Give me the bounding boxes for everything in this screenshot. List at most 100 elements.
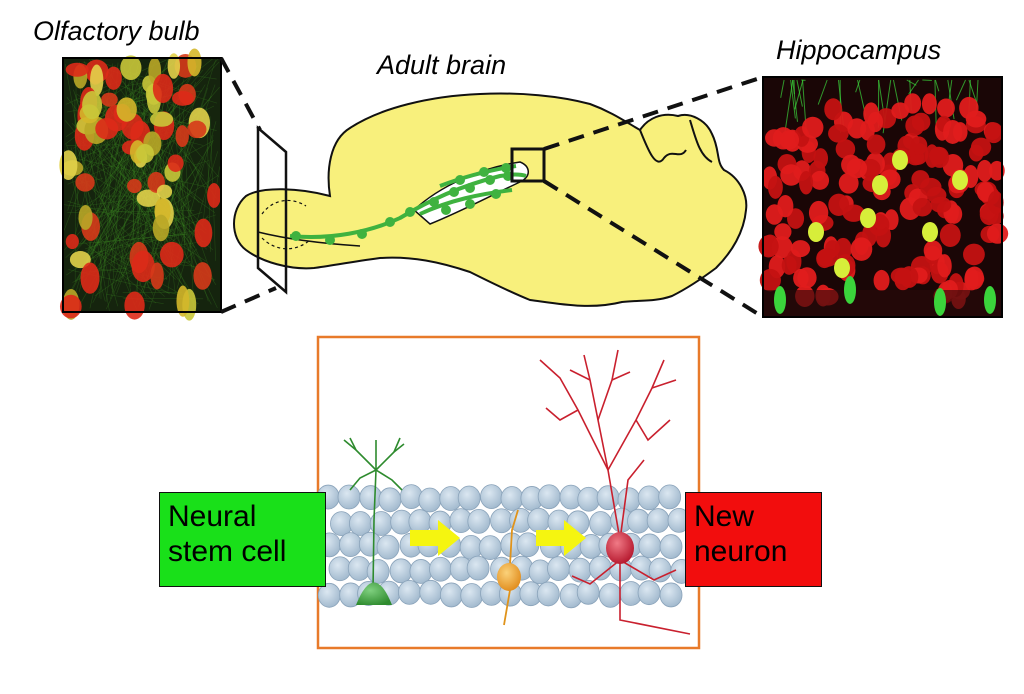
- tissue-cell: [349, 512, 371, 536]
- cell: [969, 145, 984, 162]
- cell: [150, 262, 163, 289]
- cell: [929, 147, 947, 165]
- tissue-cell: [501, 487, 523, 511]
- cell: [937, 254, 951, 277]
- tissue-cell: [538, 485, 560, 509]
- cell: [791, 240, 810, 257]
- tissue-cell: [639, 534, 661, 558]
- cell: [844, 276, 856, 304]
- cell: [811, 171, 829, 190]
- cell: [847, 118, 866, 138]
- cell: [934, 288, 946, 316]
- cell: [874, 270, 890, 291]
- tissue-cell: [420, 580, 442, 604]
- cell: [768, 176, 783, 199]
- tissue-cell: [360, 486, 382, 510]
- cell: [195, 219, 213, 248]
- cell: [867, 134, 886, 154]
- tissue-cell: [377, 535, 399, 559]
- cell: [78, 205, 92, 230]
- migrating-cell: [429, 197, 439, 207]
- cell: [824, 98, 842, 120]
- cell: [777, 195, 793, 217]
- cell: [187, 48, 201, 76]
- tissue-cell: [599, 583, 621, 607]
- adult-brain-title: Adult brain: [377, 50, 506, 81]
- tissue-cell: [429, 557, 451, 581]
- migrating-cell: [441, 205, 451, 215]
- tissue-cell: [578, 487, 600, 511]
- tissue-cell: [537, 582, 559, 606]
- cell: [66, 63, 89, 77]
- cell: [136, 144, 154, 163]
- migrating-cell: [465, 183, 475, 193]
- cell: [892, 150, 908, 170]
- tissue-cell: [647, 509, 669, 533]
- cell: [813, 148, 828, 169]
- cell: [153, 74, 173, 103]
- cell: [157, 185, 172, 199]
- new-neuron-label-line2: neuron: [694, 534, 813, 569]
- tissue-cell: [638, 581, 660, 605]
- cell: [834, 258, 850, 278]
- cell: [105, 67, 121, 90]
- tissue-cell: [548, 557, 570, 581]
- tissue-cell: [398, 580, 420, 604]
- cell: [913, 198, 933, 217]
- cell: [924, 240, 943, 260]
- cell: [851, 237, 873, 261]
- tissue-cell: [517, 533, 539, 557]
- cell: [963, 244, 985, 266]
- migrating-cell: [455, 175, 465, 185]
- migrating-cell: [291, 231, 301, 241]
- tissue-cell: [467, 556, 489, 580]
- cell: [193, 262, 211, 290]
- cell: [860, 208, 876, 228]
- new-neuron-soma: [606, 532, 634, 564]
- migrating-cell: [501, 163, 511, 173]
- layer: [763, 290, 1002, 317]
- tissue-cell: [390, 559, 412, 583]
- brain-outline: [234, 93, 746, 305]
- adult-brain-sagittal: [234, 93, 746, 305]
- hippocampus-micrograph: [758, 77, 1008, 317]
- tissue-cell: [627, 509, 649, 533]
- migrating-cell: [325, 235, 335, 245]
- cell: [758, 235, 778, 257]
- migrating-cell: [449, 187, 459, 197]
- migrating-cell: [357, 229, 367, 239]
- cell: [922, 93, 937, 114]
- cell: [952, 170, 968, 190]
- new-neuron-label: New neuron: [685, 492, 822, 587]
- cell: [120, 55, 141, 80]
- tissue-cell: [348, 556, 370, 580]
- cell: [101, 93, 118, 107]
- tissue-cell: [338, 485, 360, 509]
- cell: [930, 197, 951, 213]
- cell: [937, 98, 955, 117]
- migrating-cell: [479, 167, 489, 177]
- neurogenesis-schematic: [317, 337, 699, 648]
- migrating-cell: [405, 207, 415, 217]
- hippocampus-title: Hippocampus: [776, 35, 941, 66]
- cell: [904, 93, 921, 113]
- cell: [774, 286, 786, 314]
- tissue-cell: [590, 512, 612, 536]
- cell: [964, 268, 978, 291]
- cell: [987, 224, 1008, 244]
- tissue-cell: [329, 557, 351, 581]
- tissue-cell: [660, 583, 682, 607]
- cell: [966, 110, 987, 127]
- cell: [841, 155, 861, 175]
- tissue-cell: [481, 485, 503, 509]
- cell: [127, 179, 142, 193]
- cell: [940, 224, 961, 247]
- tissue-cell: [461, 583, 483, 607]
- cell: [187, 121, 206, 138]
- tissue-cell: [528, 508, 550, 532]
- migrating-cell: [385, 217, 395, 227]
- olfactory-bulb-title: Olfactory bulb: [33, 16, 200, 47]
- cell: [943, 120, 962, 144]
- tissue-cell: [659, 485, 681, 509]
- cell: [780, 164, 802, 185]
